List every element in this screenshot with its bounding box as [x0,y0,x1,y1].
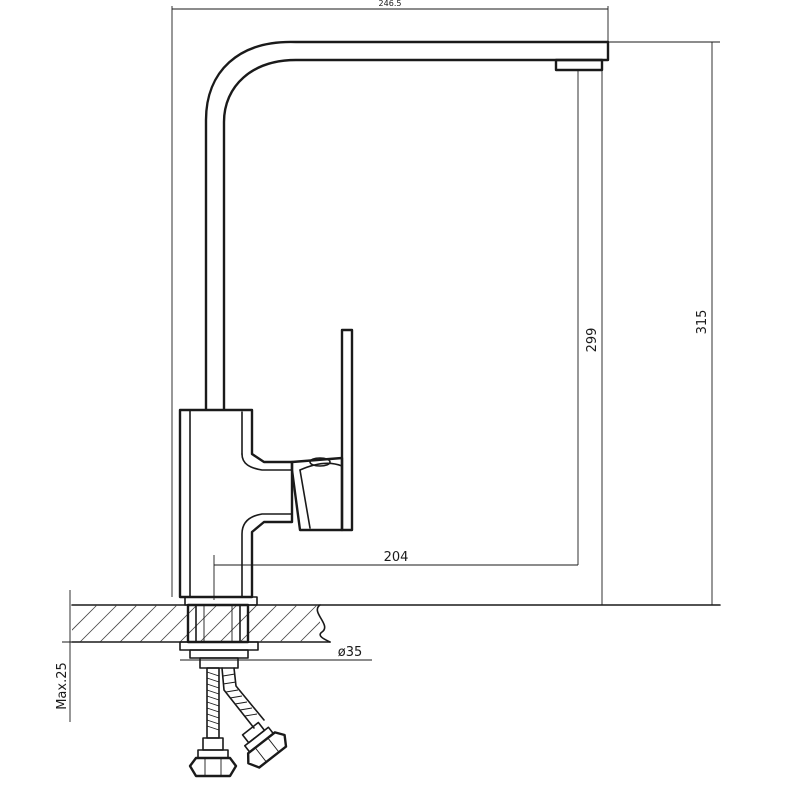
faucet-body [178,408,294,599]
overall-width-label: 246.5 [379,0,402,8]
dimension-spout-reach: 204 [213,550,578,600]
dimension-overall-width: 246.5 [171,0,609,597]
total-height-label: 315 [695,310,710,335]
dimension-max-thickness: Max.25 [55,590,188,722]
left-hose-connector [188,737,238,778]
right-hose-connector [241,721,288,769]
mounting-shank [179,596,259,669]
spout-reach-label: 204 [384,550,409,565]
hole-diameter-label: ø35 [338,645,363,660]
dimension-hole-diameter: ø35 [180,645,372,661]
dimension-total-height: 315 [608,41,720,605]
mixer-handle [290,328,354,532]
spout-tube [204,40,610,410]
dimension-spout-height: 299 [577,70,603,605]
slab-hatching [72,605,320,642]
max-thickness-label: Max.25 [55,662,70,710]
countertop-slab [71,604,721,643]
spout-height-label: 299 [585,328,600,353]
supply-hoses [206,667,265,739]
